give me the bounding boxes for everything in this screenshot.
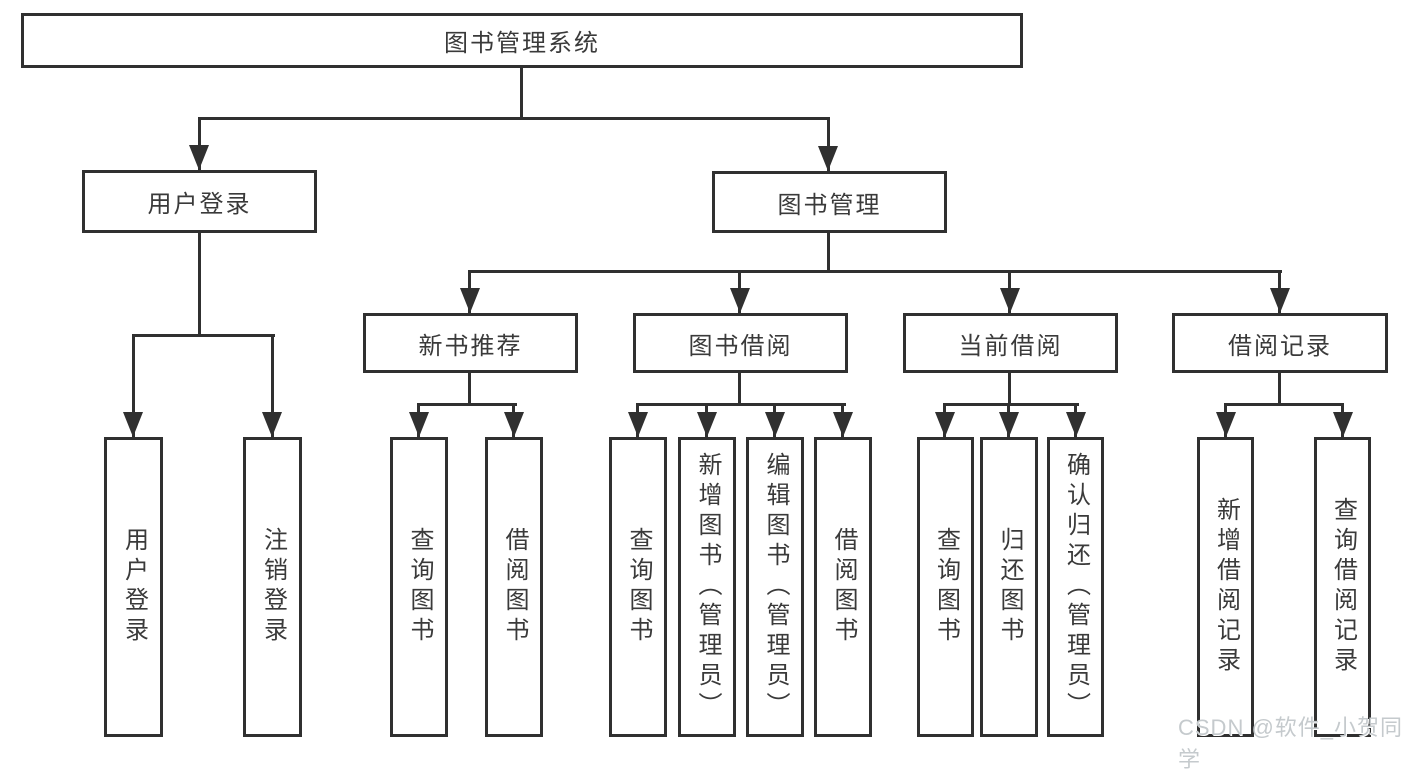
node-book-management: 图书管理 xyxy=(712,171,947,233)
leaf-query-books-recommend: 查询图书 xyxy=(390,437,448,737)
leaf-query-books-current: 查询图书 xyxy=(917,437,974,737)
leaf-return-book: 归还图书 xyxy=(980,437,1038,737)
leaf-confirm-return-admin: 确认归还（管理员） xyxy=(1047,437,1104,737)
arrow-down-icon xyxy=(1066,412,1086,437)
connector-line xyxy=(636,403,846,406)
arrow-down-icon xyxy=(730,288,750,313)
leaf-query-borrow-record: 查询借阅记录 xyxy=(1314,437,1371,737)
watermark: CSDN @软件_小贺同学 xyxy=(1178,715,1404,772)
connector-line xyxy=(271,334,274,437)
connector-line xyxy=(198,117,830,120)
node-book-borrow: 图书借阅 xyxy=(633,313,848,373)
arrow-down-icon xyxy=(765,412,785,437)
arrow-down-icon xyxy=(504,412,524,437)
connector-line xyxy=(198,233,201,337)
leaf-user-login: 用户登录 xyxy=(104,437,163,737)
arrow-down-icon xyxy=(262,412,282,437)
arrow-down-icon xyxy=(1333,412,1353,437)
connector-line xyxy=(827,233,830,273)
node-user-login: 用户登录 xyxy=(82,170,317,233)
arrow-down-icon xyxy=(189,145,209,170)
arrow-down-icon xyxy=(409,412,429,437)
connector-line xyxy=(943,403,1079,406)
arrow-down-icon xyxy=(833,412,853,437)
connector-line xyxy=(132,334,135,437)
connector-line xyxy=(468,373,471,406)
connector-line xyxy=(827,117,830,171)
connector-line xyxy=(417,403,517,406)
arrow-down-icon xyxy=(1270,288,1290,313)
leaf-query-books-borrow: 查询图书 xyxy=(609,437,667,737)
arrow-down-icon xyxy=(123,412,143,437)
leaf-edit-book-admin: 编辑图书（管理员） xyxy=(746,437,804,737)
arrow-down-icon xyxy=(999,412,1019,437)
node-borrow-records: 借阅记录 xyxy=(1172,313,1388,373)
connector-line xyxy=(1278,373,1281,406)
leaf-logout: 注销登录 xyxy=(243,437,302,737)
arrow-down-icon xyxy=(1216,412,1236,437)
arrow-down-icon xyxy=(460,288,480,313)
arrow-down-icon xyxy=(628,412,648,437)
connector-line xyxy=(1008,373,1011,406)
org-chart-diagram: 图书管理系统 用户登录 图书管理 新书推荐 图书借阅 当前借阅 借阅记录 xyxy=(21,13,1402,772)
node-new-book-recommend: 新书推荐 xyxy=(363,313,578,373)
arrow-down-icon xyxy=(935,412,955,437)
arrow-down-icon xyxy=(697,412,717,437)
connector-line xyxy=(738,373,741,406)
leaf-borrow-books-recommend: 借阅图书 xyxy=(485,437,543,737)
leaf-add-book-admin: 新增图书（管理员） xyxy=(678,437,736,737)
connector-line xyxy=(468,270,1282,273)
leaf-add-borrow-record: 新增借阅记录 xyxy=(1197,437,1254,737)
connector-line xyxy=(132,334,275,337)
arrow-down-icon xyxy=(1000,288,1020,313)
node-system: 图书管理系统 xyxy=(21,13,1023,68)
connector-line xyxy=(198,117,201,170)
arrow-down-icon xyxy=(818,146,838,171)
leaf-borrow-books: 借阅图书 xyxy=(814,437,872,737)
connector-line xyxy=(520,68,523,120)
connector-line xyxy=(1224,403,1344,406)
node-current-borrow: 当前借阅 xyxy=(903,313,1118,373)
